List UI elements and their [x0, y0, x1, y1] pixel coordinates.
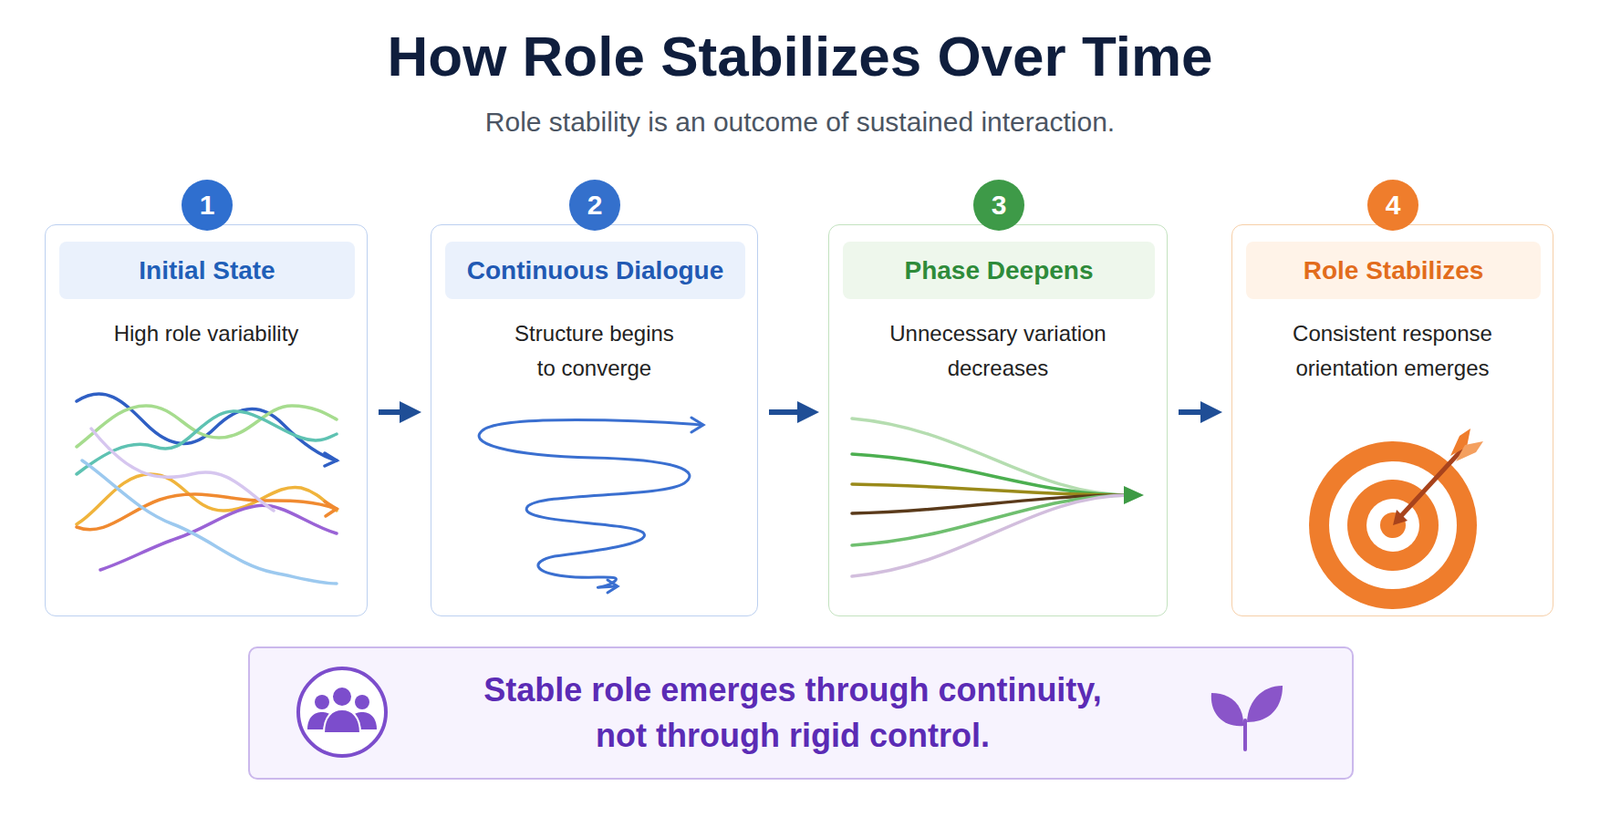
step-description: Unnecessary variation decreases [874, 316, 1122, 386]
callout-number: 2 [587, 189, 603, 221]
flow-arrow [378, 409, 409, 416]
step-card: Consistent response orientation emerges4… [1231, 224, 1554, 617]
flow-arrow [1178, 409, 1210, 416]
step-heading-band: Phase Deepens [842, 241, 1155, 300]
callout-number: 4 [1385, 189, 1402, 221]
step-heading-band: Initial State [59, 241, 355, 300]
callout-number: 1 [199, 189, 216, 221]
step-heading-band: Role Stabilizes [1246, 241, 1541, 300]
step-description: Consistent response orientation emerges [1274, 316, 1512, 386]
step-description: Structure begins to converge [508, 316, 682, 386]
step-number-circle: 3 [973, 179, 1025, 231]
step-number-circle: 1 [181, 179, 233, 231]
step-number-circle: 2 [569, 179, 621, 231]
diagram-subtitle: Role stability is an outcome of sustaine… [0, 105, 1600, 139]
step-heading-band: Continuous Dialogue [445, 241, 746, 300]
step-heading: Role Stabilizes [1303, 255, 1485, 287]
diagram-title: How Role Stabilizes Over Time [0, 20, 1600, 94]
step-card: Unnecessary variation decreases3Phase De… [828, 224, 1168, 617]
step-card: High role variability1Initial State [44, 224, 368, 617]
step-description: High role variability [69, 316, 343, 352]
step-heading: Initial State [138, 255, 275, 287]
step-card: Structure begins to converge2Continuous … [430, 224, 759, 617]
summary-band: Stable role emerges through continuity, … [248, 646, 1354, 780]
callout-number: 3 [991, 189, 1008, 221]
flow-arrow [768, 409, 807, 416]
summary-text: Stable role emerges through continuity, … [464, 667, 1122, 759]
step-heading: Continuous Dialogue [467, 255, 725, 287]
step-number-circle: 4 [1367, 179, 1419, 231]
step-heading: Phase Deepens [904, 255, 1094, 287]
